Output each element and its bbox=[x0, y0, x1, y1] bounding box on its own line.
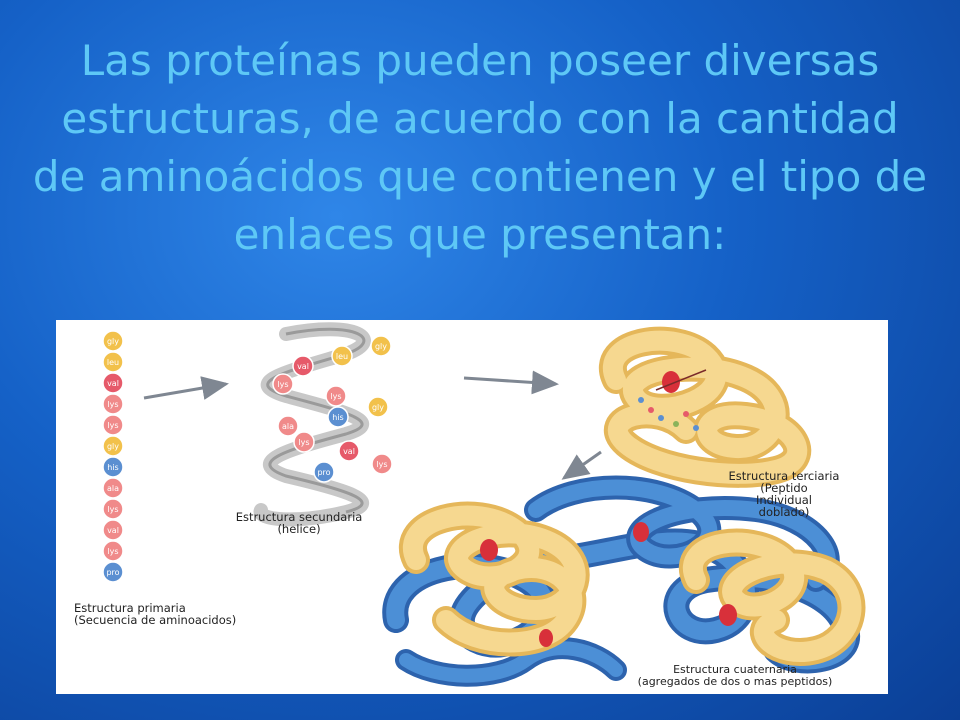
helix-bead-6: his bbox=[327, 406, 349, 428]
slide-title: Las proteínas pueden poseer diversas est… bbox=[32, 36, 928, 259]
quaternary-caption-title: Estructura cuaternaria bbox=[673, 663, 797, 676]
primary-bead-4-label: lys bbox=[107, 421, 118, 430]
arrow-tertiary-to-quaternary bbox=[561, 450, 602, 480]
helix-bead-5-label: gly bbox=[372, 403, 384, 412]
primary-bead-3-label: lys bbox=[107, 400, 118, 409]
primary-bead-5-label: gly bbox=[107, 442, 119, 451]
tertiary-caption: Estructura terciaria (Peptido Individual… bbox=[688, 470, 880, 518]
helix-bead-0-label: gly bbox=[375, 342, 387, 351]
helix-bead-1-label: leu bbox=[336, 352, 348, 361]
tertiary-caption-line4: doblado) bbox=[758, 505, 810, 519]
primary-bead-2-label: val bbox=[107, 379, 119, 388]
helix-bead-7: ala bbox=[277, 415, 299, 437]
helix-bead-11: pro bbox=[313, 461, 335, 483]
helix-bead-8: lys bbox=[293, 431, 315, 453]
primary-structure: gly leu val lys lys gly his ala lys val lys pro bbox=[102, 330, 124, 583]
primary-bead-10: lys bbox=[102, 540, 124, 562]
primary-bead-9: val bbox=[102, 519, 124, 541]
primary-bead-3: lys bbox=[102, 393, 124, 415]
arrow-secondary-to-tertiary bbox=[463, 370, 559, 395]
helix-bead-7-label: ala bbox=[282, 422, 294, 431]
primary-bead-5: gly bbox=[102, 435, 124, 457]
primary-bead-8: lys bbox=[102, 498, 124, 520]
tertiary-heme-link bbox=[655, 369, 707, 391]
helix-bead-1: leu bbox=[331, 345, 353, 367]
helix-bead-5: gly bbox=[367, 396, 389, 418]
quaternary-structure bbox=[382, 475, 866, 687]
helix-bead-9-label: val bbox=[343, 447, 355, 456]
primary-chain-beads: gly leu val lys lys gly his ala lys val lys pro bbox=[102, 330, 124, 583]
primary-bead-10-label: lys bbox=[107, 547, 118, 556]
helix-bead-3: lys bbox=[272, 373, 294, 395]
primary-bead-11-label: pro bbox=[106, 568, 119, 577]
arrow-primary-to-secondary bbox=[143, 376, 229, 400]
helix-ribbon-edge bbox=[266, 327, 366, 514]
helix-bead-0: gly bbox=[370, 335, 392, 357]
primary-bead-0: gly bbox=[102, 330, 124, 352]
secondary-caption: Estructura secundaria (helice) bbox=[184, 511, 414, 535]
helix-bead-6-label: his bbox=[332, 413, 343, 422]
helix-bead-8-label: lys bbox=[298, 438, 309, 447]
primary-bead-1: leu bbox=[102, 351, 124, 373]
tertiary-heme-group bbox=[662, 371, 680, 393]
primary-bead-6: his bbox=[102, 456, 124, 478]
helix-bead-10-label: lys bbox=[376, 460, 387, 469]
quaternary-caption: Estructura cuaternaria (agregados de dos… bbox=[582, 664, 888, 688]
primary-bead-11: pro bbox=[102, 561, 124, 583]
tertiary-structure bbox=[599, 326, 812, 488]
helix-bead-2-label: val bbox=[297, 362, 309, 371]
secondary-caption-title: Estructura secundaria bbox=[235, 510, 363, 524]
helix-bead-10: lys bbox=[371, 453, 393, 475]
quaternary-yellow-chains bbox=[399, 501, 866, 666]
primary-bead-1-label: leu bbox=[107, 358, 119, 367]
quaternary-caption-subtitle: (agregados de dos o mas peptidos) bbox=[637, 675, 833, 688]
helix-bead-9: val bbox=[338, 440, 360, 462]
primary-bead-8-label: lys bbox=[107, 505, 118, 514]
quaternary-heme-groups bbox=[480, 522, 737, 647]
tertiary-side-chains bbox=[638, 397, 699, 431]
primary-caption: Estructura primaria (Secuencia de aminoa… bbox=[74, 602, 236, 626]
primary-bead-9-label: val bbox=[107, 526, 119, 535]
helix-bead-4: lys bbox=[325, 385, 347, 407]
primary-caption-subtitle: (Secuencia de aminoacidos) bbox=[74, 613, 237, 627]
helix-bead-3-label: lys bbox=[277, 380, 288, 389]
primary-bead-2: val bbox=[102, 372, 124, 394]
tertiary-caption-title: Estructura terciaria bbox=[728, 469, 840, 483]
primary-bead-6-label: his bbox=[107, 463, 118, 472]
primary-bead-0-label: gly bbox=[107, 337, 119, 346]
tertiary-ribbon bbox=[603, 330, 808, 484]
tertiary-caption-line2: (Peptido bbox=[760, 481, 808, 495]
primary-bead-4: lys bbox=[102, 414, 124, 436]
tertiary-caption-line3: Individual bbox=[755, 493, 812, 507]
helix-bead-2: val bbox=[292, 355, 314, 377]
helix-bead-4-label: lys bbox=[330, 392, 341, 401]
primary-bead-7: ala bbox=[102, 477, 124, 499]
primary-caption-title: Estructura primaria bbox=[74, 601, 186, 615]
helix-bead-11-label: pro bbox=[317, 468, 330, 477]
primary-bead-7-label: ala bbox=[107, 484, 119, 493]
secondary-caption-subtitle: (helice) bbox=[277, 522, 321, 536]
